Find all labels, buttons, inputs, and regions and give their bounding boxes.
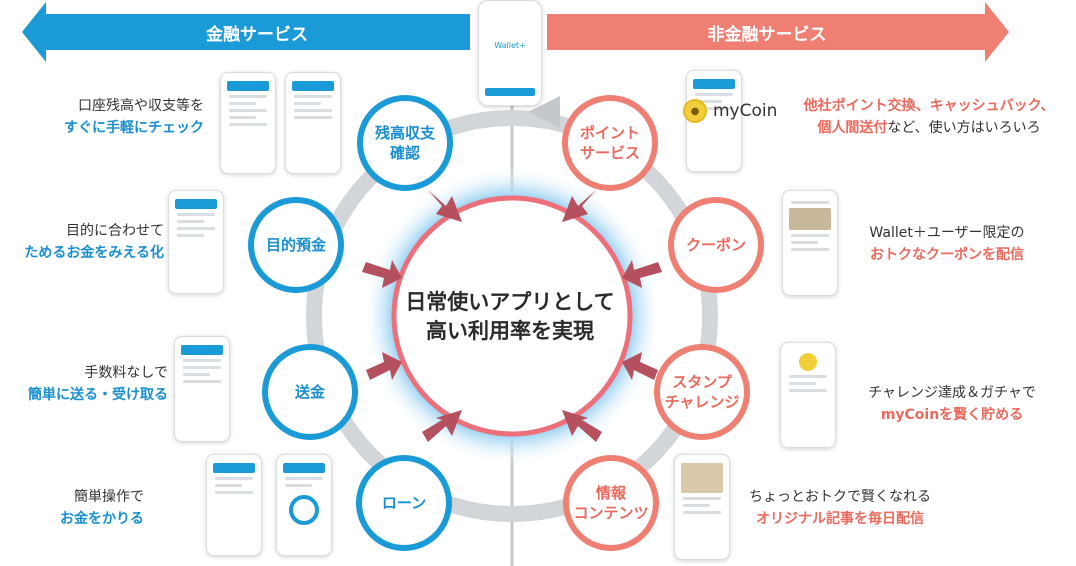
desc-goal-savings: 目的に合わせて ためるお金をみえる化 <box>24 223 164 261</box>
node-stamp-challenge: スタンプ チャレンジ <box>654 344 750 440</box>
phone-info <box>674 454 730 560</box>
desc-loan: 簡単操作で お金をかりる <box>60 489 144 527</box>
inward-arrows <box>362 190 662 442</box>
wallet-plus-button <box>485 88 535 96</box>
phone-balance-2 <box>285 72 341 174</box>
left-arrowhead <box>22 2 46 62</box>
arrow-stamp-icon <box>622 352 658 380</box>
desc-stamp: チャレンジ達成＆ガチャで myCoinを賢く貯める <box>868 385 1036 423</box>
mycoin-logo-text: myCoin <box>713 101 778 121</box>
phone-loan-2 <box>276 454 332 556</box>
arrow-info-icon <box>562 410 602 442</box>
arrow-transfer-icon <box>366 352 402 380</box>
non-finance-services-label: 非金融サービス <box>707 24 827 45</box>
right-arrowhead <box>985 2 1009 62</box>
outer-cycle-ring <box>306 110 718 522</box>
node-info-content: 情報 コンテンツ <box>563 455 659 551</box>
node-goal-savings: 目的預金 <box>248 197 344 293</box>
node-coupon: クーポン <box>668 197 764 293</box>
wallet-plus-phone: Wallet+ <box>478 0 542 106</box>
center-line-2: 高い利用率を実現 <box>426 319 594 343</box>
center-ring <box>391 195 633 437</box>
center-line-1: 日常使いアプリとして <box>405 290 615 314</box>
finance-services-label: 金融サービス <box>206 24 308 45</box>
desc-points: 他社ポイント交換、キャッシュバック、 個人間送付など、使い方はいろいろ <box>803 98 1055 136</box>
mycoin-logo: ● myCoin <box>683 99 777 123</box>
phone-stamp <box>780 342 836 448</box>
desc-info: ちょっとおトクで賢くなれる オリジナル記事を毎日配信 <box>749 489 931 527</box>
non-finance-services-banner: 非金融サービス <box>547 14 987 50</box>
cycle-arrowhead-icon <box>528 96 560 128</box>
arrow-balance-icon <box>428 190 462 222</box>
wallet-plus-label: Wallet+ <box>494 41 526 50</box>
node-loan: ローン <box>356 455 452 551</box>
phone-goal-savings <box>168 190 224 294</box>
desc-coupon: Wallet＋ユーザー限定の おトクなクーポンを配信 <box>869 225 1025 263</box>
arrow-coupon-icon <box>622 260 662 288</box>
finance-services-banner: 金融サービス <box>44 14 470 50</box>
center-message: 日常使いアプリとして 高い利用率を実現 <box>390 288 630 346</box>
node-balance-check: 残高収支 確認 <box>357 95 453 191</box>
phone-loan-1 <box>206 454 262 556</box>
phone-balance-1 <box>220 72 276 174</box>
node-transfer: 送金 <box>262 344 358 440</box>
arrow-goal-icon <box>362 260 402 288</box>
desc-transfer: 手数料なしで 簡単に送る・受け取る <box>28 365 168 403</box>
coin-icon: ● <box>683 99 707 123</box>
phone-transfer <box>174 336 230 442</box>
phone-coupon <box>782 190 838 296</box>
arrow-points-icon <box>562 190 596 222</box>
arrow-loan-icon <box>422 410 462 442</box>
node-points-service: ポイント サービス <box>562 95 658 191</box>
desc-balance: 口座残高や収支等を すぐに手軽にチェック <box>64 98 204 136</box>
